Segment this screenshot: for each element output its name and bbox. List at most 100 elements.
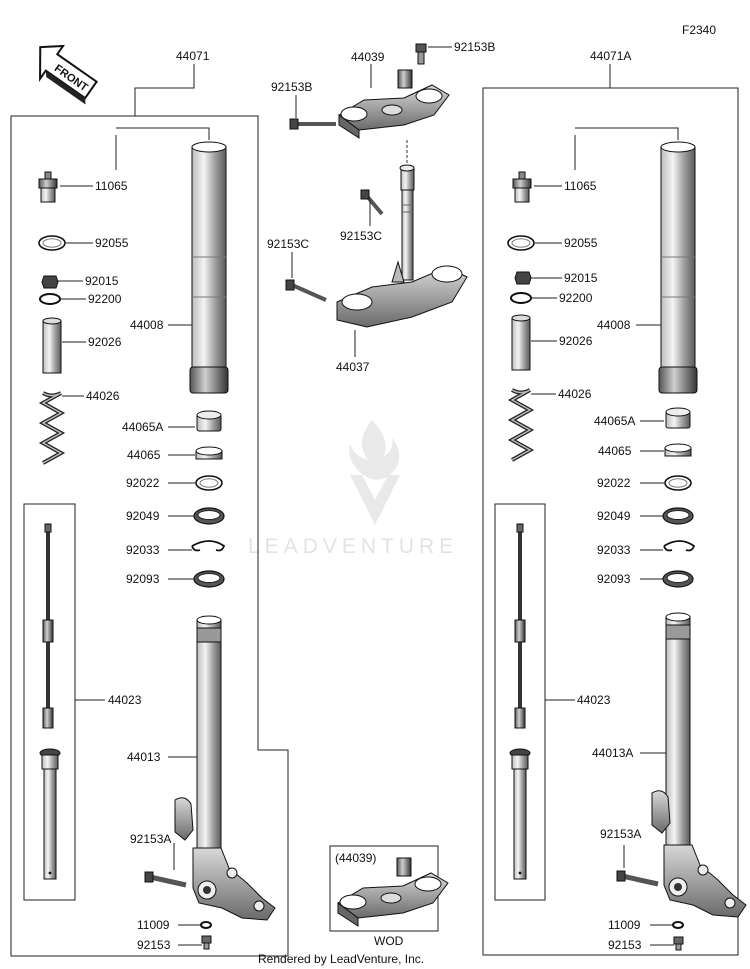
damper-cylinder: [39, 748, 61, 880]
label-92055: 92055: [95, 236, 129, 250]
fork-cap: [38, 171, 58, 203]
label-44065A: 44065A: [122, 420, 163, 434]
label-92153A-right: 92153A: [600, 827, 641, 841]
label-44071: 44071: [176, 49, 210, 63]
label-92153A: 92153A: [130, 832, 171, 846]
label-44065-right: 44065: [598, 444, 632, 458]
label-11009: 11009: [137, 918, 170, 932]
right-fork-assembly: 44071A 44008 11065 92055 92015 92200 920…: [482, 49, 747, 956]
label-11065: 11065: [95, 179, 128, 193]
label-44071A: 44071A: [590, 49, 631, 63]
inset-wod: (44039) WOD: [329, 845, 449, 948]
inset-title: (44039): [335, 851, 376, 865]
washer-seal-right: [664, 475, 692, 491]
watermark-text: LEADVENTURE: [248, 535, 458, 558]
label-92055-right: 92055: [564, 236, 598, 250]
label-92153B-top: 92153B: [454, 40, 495, 54]
damper-rod-right: [513, 522, 527, 730]
axle-bracket-right: [663, 844, 747, 918]
washer-right: [510, 292, 532, 304]
label-44039: 44039: [351, 50, 385, 64]
oring-right: [507, 235, 535, 251]
label-92093: 92093: [126, 572, 160, 586]
label-92153C-left: 92153C: [267, 237, 309, 251]
label-44037: 44037: [336, 360, 370, 374]
axle-bolt-right: [616, 870, 659, 887]
label-44026: 44026: [86, 389, 120, 403]
label-92033-right: 92033: [597, 543, 631, 557]
top-bolt: [415, 43, 427, 65]
tube-bracket: [174, 797, 194, 841]
drain-bolt: [201, 935, 212, 950]
watermark: LEADVENTURE: [248, 420, 458, 558]
dust-seal: [193, 570, 225, 588]
bushing-a-right: [665, 407, 691, 429]
outer-tube: [189, 141, 229, 394]
nut-right: [514, 271, 532, 285]
fork-cap-right: [512, 171, 532, 203]
damper-rod: [41, 522, 55, 730]
circlip-right: [663, 540, 696, 552]
label-92015: 92015: [85, 274, 119, 288]
label-11009-right: 11009: [608, 918, 641, 932]
label-92026: 92026: [88, 335, 122, 349]
label-44013: 44013: [127, 750, 161, 764]
label-44013A: 44013A: [592, 746, 633, 760]
upper-bracket: [338, 69, 450, 139]
inner-tube: [196, 615, 222, 851]
upper-side-bolt: [289, 118, 336, 130]
label-92033: 92033: [126, 543, 160, 557]
label-44023-right: 44023: [577, 693, 611, 707]
inset-caption: WOD: [374, 934, 404, 948]
label-44065A-right: 44065A: [594, 414, 635, 428]
label-92093-right: 92093: [597, 572, 631, 586]
label-44026-right: 44026: [558, 387, 592, 401]
collar-right: [511, 314, 531, 371]
damper-cylinder-right: [509, 748, 531, 880]
dust-seal-right: [662, 570, 694, 588]
collar: [42, 317, 62, 374]
spring-right: [510, 388, 532, 462]
stem-bolt: [360, 189, 384, 216]
axle-bolt: [144, 871, 187, 888]
nut: [41, 275, 59, 289]
oring: [38, 235, 66, 251]
label-44023: 44023: [108, 693, 142, 707]
label-92153B-left: 92153B: [271, 80, 312, 94]
washer-seal: [195, 475, 223, 491]
oil-seal-right: [662, 507, 694, 525]
label-92049-right: 92049: [597, 509, 631, 523]
tube-bracket-right: [651, 790, 671, 834]
steering-stem: [399, 140, 415, 281]
oil-seal: [193, 507, 225, 525]
bushing: [195, 446, 223, 460]
washer: [39, 293, 61, 305]
axle-bracket: [192, 847, 276, 921]
triple-clamp-group: 44039 92153B 92153B 92153C: [267, 40, 495, 374]
left-fork-assembly: 44071 44008 11065 92055 92015 92200 9202…: [10, 49, 289, 957]
drain-bolt-right: [673, 936, 684, 951]
outer-tube-right: [658, 141, 698, 394]
gasket-right: [672, 921, 684, 929]
label-44008-right: 44008: [597, 318, 631, 332]
label-92153-right: 92153: [608, 938, 642, 952]
label-92153C-stem: 92153C: [340, 229, 382, 243]
front-arrow: FRONT: [39, 44, 98, 105]
circlip: [191, 540, 226, 552]
gasket: [200, 921, 212, 929]
lower-side-bolt: [285, 279, 327, 302]
label-92022-right: 92022: [597, 476, 631, 490]
label-44065: 44065: [127, 448, 161, 462]
figure-code: F2340: [682, 23, 716, 37]
label-92022: 92022: [126, 476, 160, 490]
label-92153: 92153: [137, 938, 171, 952]
label-92200-right: 92200: [559, 291, 593, 305]
label-11065-right: 11065: [564, 179, 597, 193]
label-44008: 44008: [130, 318, 164, 332]
footer: Rendered by LeadVenture, Inc.: [258, 952, 424, 966]
label-92200: 92200: [88, 292, 122, 306]
bushing-a: [196, 410, 222, 432]
spring: [41, 391, 63, 465]
label-92026-right: 92026: [559, 334, 593, 348]
